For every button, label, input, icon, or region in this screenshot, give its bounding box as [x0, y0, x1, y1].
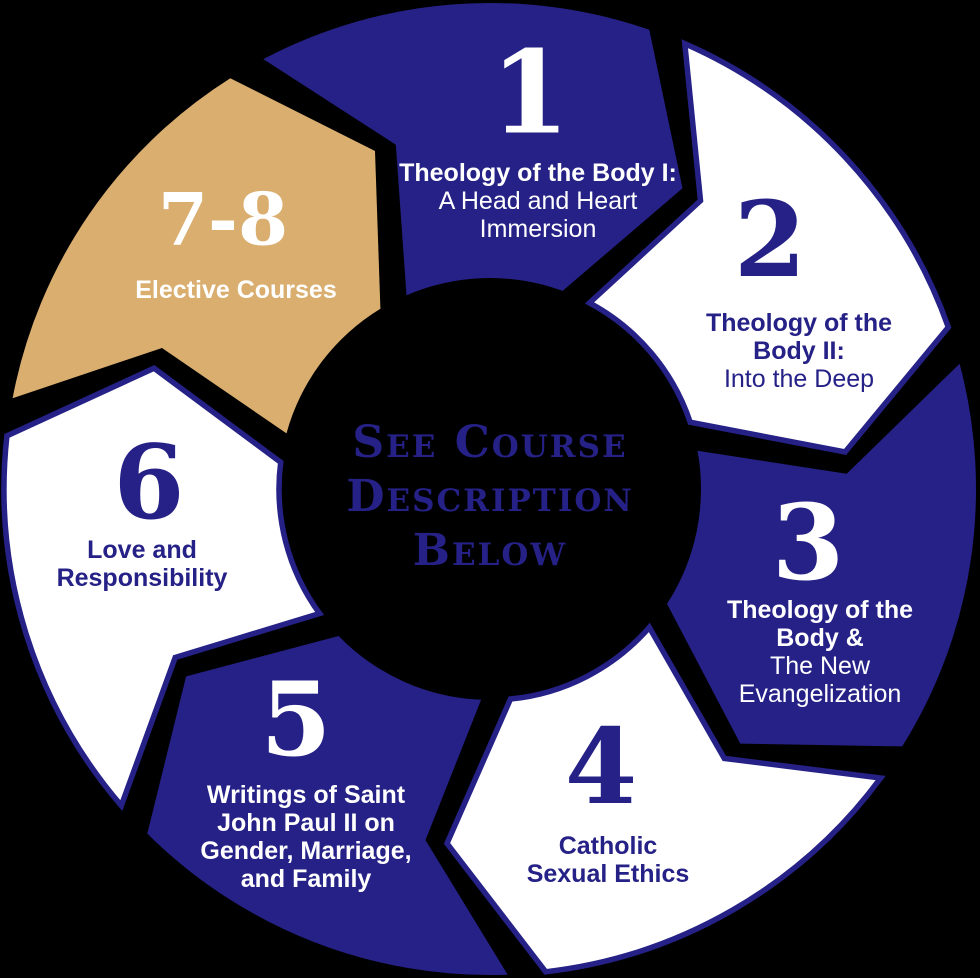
- segment-5-number: 5: [260, 659, 332, 780]
- segment-1-label-line: A Head and Heart: [438, 187, 638, 215]
- center-note-line-3: Below: [412, 525, 568, 576]
- segment-3-number: 3: [771, 480, 845, 604]
- segment-5-shape: [147, 636, 508, 976]
- segment-2-label-line: Body II:: [753, 337, 845, 365]
- segment-5-label-line: John Paul II on: [217, 809, 395, 837]
- segment-1-label-line: Theology of the Body I:: [399, 159, 677, 187]
- segment-2-label-line: Into the Deep: [723, 365, 875, 393]
- segment-1-label-line: Immersion: [479, 215, 597, 243]
- segment-6-label-line: Responsibility: [56, 564, 228, 592]
- segment-5-label-line: Writings of Saint: [206, 781, 406, 809]
- segment-3-label-line: The New: [769, 652, 871, 680]
- segment-6-shape: [1, 365, 325, 811]
- center-note-line-1: See Course: [352, 417, 628, 468]
- segment-3-label-line: Evangelization: [738, 680, 902, 708]
- segment-5-label-line: Gender, Marriage,: [200, 837, 412, 865]
- segment-7-8-shape: [12, 78, 381, 434]
- segment-1-shape: [263, 2, 683, 296]
- segment-5-label-line: and Family: [240, 865, 372, 893]
- segment-2-number: 2: [733, 177, 807, 301]
- segment-6-number: 6: [113, 422, 185, 543]
- segment-7-8-label: Elective Courses: [86, 276, 386, 304]
- segment-7-8-label-line: Elective Courses: [135, 276, 337, 304]
- segment-4-label-line: Sexual Ethics: [526, 860, 690, 888]
- segment-4-shape: [443, 622, 886, 975]
- center-note: See Course Description Below: [346, 416, 633, 578]
- segment-3-shape: [667, 363, 977, 747]
- segment-3-label-line: Body &: [776, 624, 864, 652]
- segment-4-number: 4: [564, 704, 638, 828]
- segment-2-shape: [584, 39, 952, 456]
- segment-3-label-line: Theology of the: [726, 596, 914, 624]
- segment-7-8-number: 7-8: [157, 176, 289, 262]
- segment-2-label-line: Theology of the: [705, 309, 893, 337]
- center-note-line-2: Description: [346, 471, 634, 522]
- segment-6-label-line: Love and: [87, 536, 197, 564]
- segment-1-number: 1: [490, 25, 570, 160]
- segment-4-label-line: Catholic: [558, 832, 658, 860]
